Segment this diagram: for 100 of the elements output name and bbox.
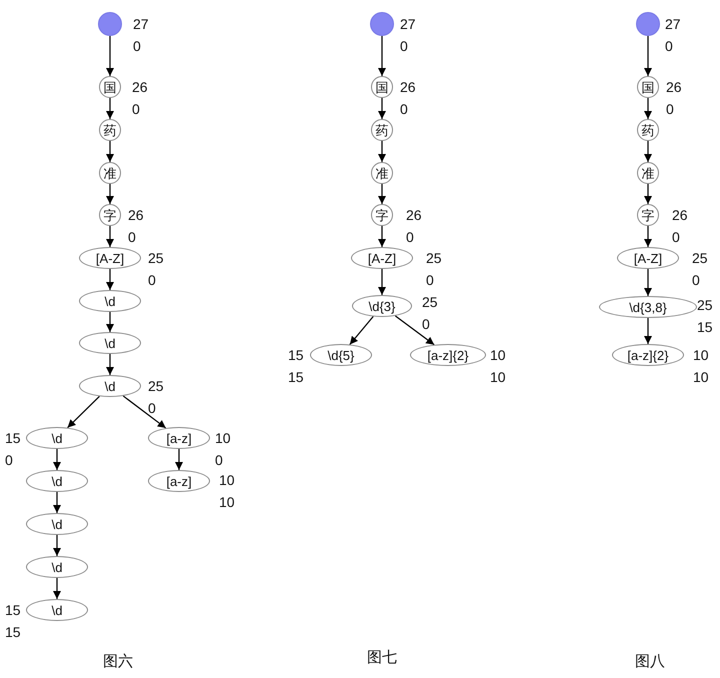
count-label: 25	[148, 377, 164, 396]
count-label: 25	[422, 293, 438, 312]
node-label: \d	[52, 604, 62, 616]
count-label: 15	[5, 601, 21, 620]
count-label: 10	[693, 368, 709, 387]
count-label: 0	[406, 228, 414, 247]
count-label: 0	[400, 100, 408, 119]
node-label: [A-Z]	[368, 252, 396, 264]
arrow	[106, 184, 114, 204]
arrow	[106, 36, 114, 76]
node-label: 字	[376, 208, 388, 222]
node-label: \d{5}	[328, 348, 354, 362]
count-label: 0	[400, 37, 408, 56]
count-label: 26	[666, 78, 682, 97]
count-label: 15	[5, 429, 21, 448]
node-label: \d	[104, 336, 116, 350]
arrow	[122, 395, 166, 429]
node-label: [a-z]	[166, 474, 192, 488]
node-label: 国	[642, 80, 654, 94]
node-label: 国	[376, 80, 388, 94]
node-label: 字	[104, 208, 116, 222]
node-label: 准	[642, 166, 654, 180]
node-label: 准	[376, 166, 388, 180]
count-label: 10	[215, 429, 231, 448]
arrow	[644, 98, 652, 119]
node-label: [A-Z]	[634, 252, 662, 264]
count-label: 0	[128, 228, 136, 247]
node-label: 准	[104, 166, 116, 180]
count-label: 25	[692, 249, 708, 268]
node-label: \d{3}	[368, 300, 396, 312]
count-label: 10	[490, 346, 506, 365]
node-label: \d	[104, 380, 116, 392]
count-label: 0	[672, 228, 680, 247]
arrow	[53, 449, 61, 470]
count-label: 10	[693, 346, 709, 365]
count-label: 26	[128, 206, 144, 225]
node-label: \d	[52, 432, 62, 444]
arrow	[53, 492, 61, 513]
arrow	[378, 226, 386, 247]
arrow	[378, 184, 386, 204]
count-label: 0	[666, 100, 674, 119]
arrow	[106, 141, 114, 162]
node-label: [a-z]	[166, 432, 192, 444]
arrow	[349, 316, 374, 345]
count-label: 0	[132, 100, 140, 119]
count-label: 27	[400, 15, 416, 34]
count-label: 0	[148, 399, 156, 418]
count-label: 26	[400, 78, 416, 97]
count-label: 15	[288, 368, 304, 387]
node-label: \d	[104, 294, 116, 308]
arrow	[644, 141, 652, 162]
node-label: 药	[642, 124, 654, 136]
count-label: 26	[132, 78, 148, 97]
arrow	[378, 36, 386, 76]
node-label: 药	[376, 124, 388, 136]
arrow	[644, 36, 652, 76]
count-label: 10	[490, 368, 506, 387]
arrow	[106, 226, 114, 247]
figure-caption: 图七	[367, 648, 397, 667]
arrow	[175, 449, 183, 470]
node-label: [a-z]{2}	[627, 348, 669, 362]
count-label: 0	[692, 271, 700, 290]
count-label: 15	[288, 346, 304, 365]
arrow	[394, 315, 435, 346]
arrow	[378, 98, 386, 119]
count-label: 10	[219, 471, 235, 490]
node-label: [A-Z]	[96, 252, 124, 264]
arrow	[106, 269, 114, 290]
count-label: 0	[426, 271, 434, 290]
count-label: 15	[5, 623, 21, 642]
node-label: \d{3,8}	[629, 300, 667, 314]
circle-node	[637, 119, 659, 141]
circle-node	[371, 162, 393, 184]
arrow	[644, 184, 652, 204]
arrow	[644, 318, 652, 344]
count-label: 10	[219, 493, 235, 512]
count-label: 0	[215, 451, 223, 470]
circle-node	[637, 162, 659, 184]
count-label: 27	[665, 15, 681, 34]
arrow	[67, 396, 100, 428]
count-label: 25	[148, 249, 164, 268]
node-label: 字	[642, 208, 654, 222]
circle-node	[99, 162, 121, 184]
circle-node	[371, 119, 393, 141]
node-label: \d	[52, 560, 62, 574]
count-label: 26	[672, 206, 688, 225]
count-label: 0	[133, 37, 141, 56]
arrow	[378, 269, 386, 295]
node-label: 药	[104, 124, 116, 136]
count-label: 27	[133, 15, 149, 34]
arrow	[106, 354, 114, 375]
count-label: 0	[422, 315, 430, 334]
count-label: 0	[665, 37, 673, 56]
arrow	[106, 98, 114, 119]
count-label: 25	[697, 296, 713, 315]
count-label: 15	[697, 318, 713, 337]
node-label: [a-z]{2}	[427, 348, 469, 362]
arrow	[53, 578, 61, 599]
circle-node	[99, 119, 121, 141]
count-label: 25	[426, 249, 442, 268]
